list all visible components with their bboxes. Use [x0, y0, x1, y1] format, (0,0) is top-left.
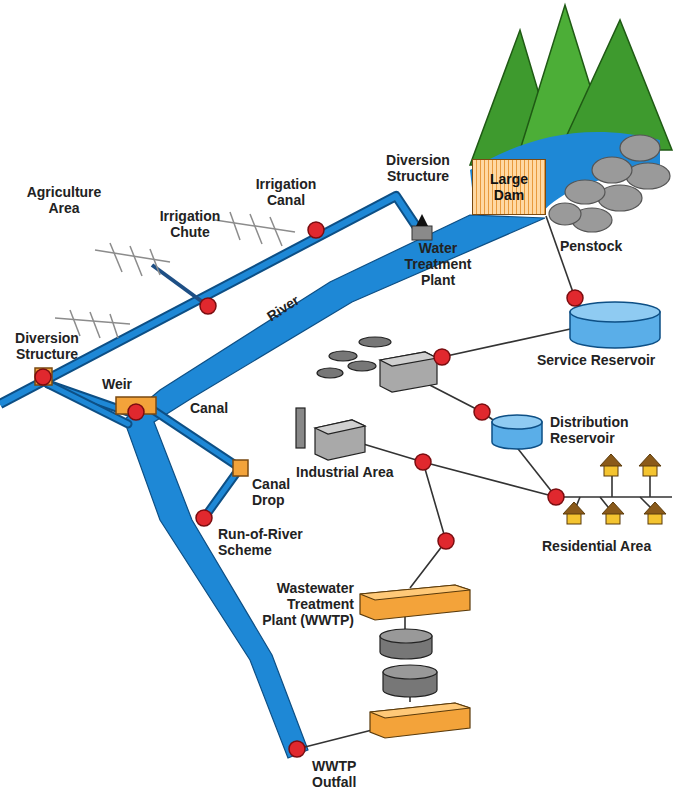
map-label: Distribution Reservoir [550, 414, 660, 446]
map-label: Weir [97, 376, 137, 392]
map-label: Irrigation Canal [246, 176, 326, 208]
map-label: Irrigation Chute [150, 208, 230, 240]
map-label: Service Reservoir [537, 352, 682, 368]
map-label: Water Treatment Plant [394, 240, 482, 288]
map-label: Penstock [560, 238, 650, 254]
map-label: Diversion Structure [378, 152, 458, 184]
node-text: Large Dam [477, 171, 541, 203]
dam-box: Large Dam [472, 159, 546, 215]
map-label: Wastewater Treatment Plant (WWTP) [262, 580, 354, 628]
map-label: Residential Area [542, 538, 682, 554]
map-label: WWTP Outfall [312, 758, 392, 790]
map-label: Run-of-River Scheme [218, 526, 326, 558]
map-label: Canal [184, 400, 234, 416]
map-label: Diversion Structure [5, 330, 89, 362]
map-label: Agriculture Area [22, 184, 106, 216]
map-label: Industrial Area [296, 464, 416, 480]
map-label: Canal Drop [252, 476, 312, 508]
